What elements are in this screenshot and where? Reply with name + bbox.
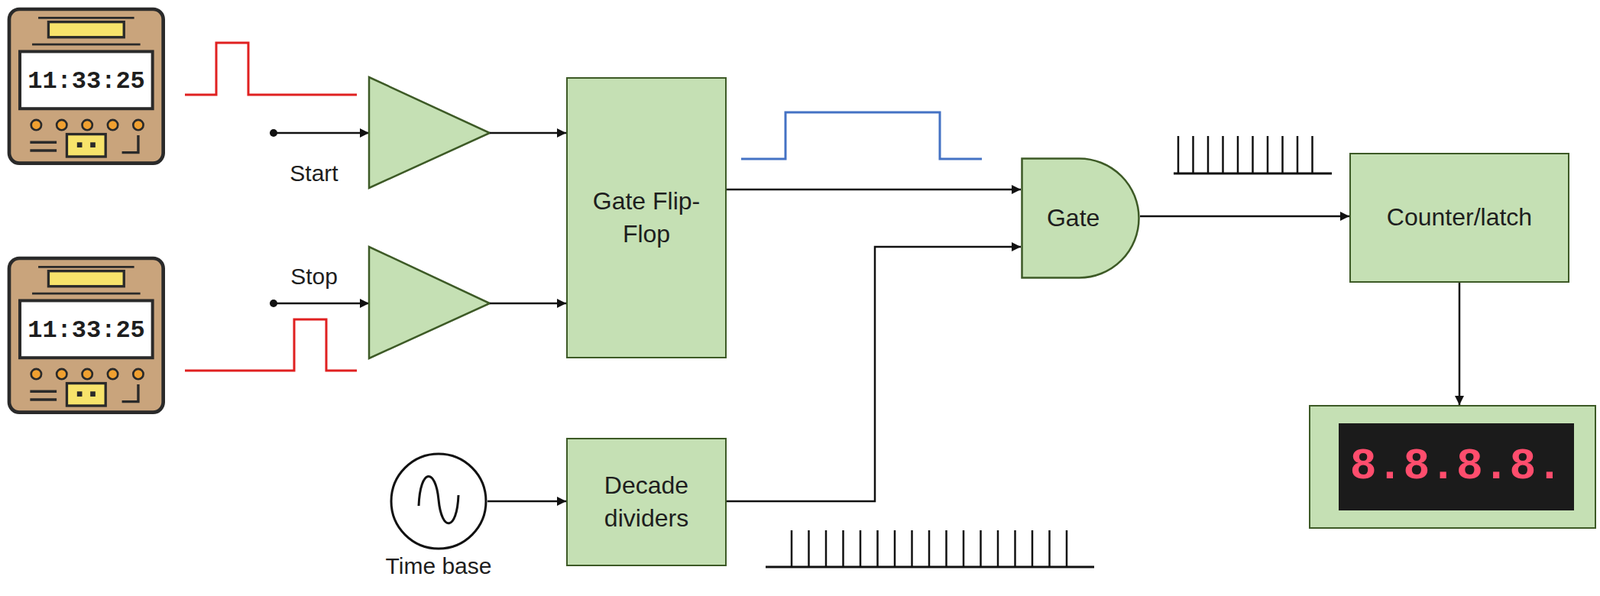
pulse-tick	[1013, 530, 1017, 567]
stop-timer-icon-part	[9, 258, 164, 413]
timer-readout: 11:33:25	[27, 316, 146, 345]
stop-timer-icon-part	[77, 391, 83, 397]
pulse-tick	[1207, 136, 1210, 174]
stop-timer-icon-part	[38, 265, 135, 269]
pulse-tick	[997, 530, 1000, 567]
start-timer-icon-part	[90, 142, 96, 148]
node-label: Time base	[385, 553, 493, 580]
stop-timer-icon-part	[19, 300, 153, 358]
gated-pulse-train	[1173, 136, 1332, 174]
clock-pulse-train	[765, 530, 1095, 567]
pulse-tick	[1221, 136, 1225, 174]
pulse-tick	[859, 530, 862, 567]
pulse-tick	[1065, 530, 1069, 567]
pulse-tick	[1251, 136, 1254, 174]
start-timer-icon-part	[107, 119, 118, 130]
start-timer-icon-part	[32, 43, 141, 46]
signal-connector	[487, 500, 567, 503]
stop-timer-icon-part	[132, 369, 143, 379]
start-timer-icon-part	[122, 135, 139, 153]
stop-timer-icon-part	[31, 369, 42, 379]
stop-amp-output	[489, 302, 567, 305]
pulse-tick	[928, 530, 931, 567]
signal-connector	[726, 188, 1021, 192]
start-timer-icon-part	[48, 22, 124, 38]
pulse-tick	[962, 530, 966, 567]
pulse-tick	[945, 530, 948, 567]
start-timer-icon-part	[132, 119, 143, 130]
start-timer-icon-part	[77, 142, 83, 148]
pulse-tick	[876, 530, 879, 567]
stop-timer-icon-part	[122, 384, 139, 402]
stop-timer-icon-part	[107, 369, 118, 379]
pulse-tick	[1281, 136, 1284, 174]
seven-segment-display: 8.8.8.8.	[1308, 404, 1597, 529]
start-timer-icon-part	[56, 119, 67, 130]
pulse-tick	[1296, 136, 1299, 174]
oscillator-circle	[391, 453, 486, 549]
counter-latch-box: Counter/latch	[1349, 152, 1570, 283]
stop-timer-icon-part	[90, 391, 96, 397]
stop-timer-icon-part	[29, 390, 57, 393]
pulse-tick	[790, 530, 794, 567]
node-label: Gate Flip-Flop	[582, 184, 710, 251]
time-base-oscillator: Time base	[389, 452, 488, 551]
stop-wire	[273, 302, 370, 305]
start-wire	[273, 132, 370, 135]
start-pulse	[184, 42, 357, 95]
pulse-tick	[825, 530, 828, 567]
pulse-tick	[807, 530, 810, 567]
stop-timer-icon-part	[81, 369, 92, 379]
pulse-tick	[1031, 530, 1034, 567]
stop-pulse	[184, 319, 357, 371]
node-label: Decade dividers	[582, 469, 710, 535]
start-timer-icon-part	[38, 16, 135, 20]
gate-waveform	[741, 112, 982, 159]
signal-name: Stop	[290, 263, 338, 290]
start-timer-icon-part	[29, 141, 57, 144]
start-amp-output	[489, 132, 567, 135]
display-digits: 8.8.8.8.	[1350, 444, 1563, 490]
gate-flip-flop-box: Gate Flip-Flop	[566, 77, 727, 359]
start-timer-icon-part	[31, 119, 42, 130]
start-timer-icon-part	[66, 134, 106, 157]
signal-connector	[1140, 215, 1350, 218]
stop-amplifier	[369, 246, 490, 359]
signal-connector	[1458, 282, 1461, 405]
pulse-tick	[1266, 136, 1270, 174]
node-label: Gate	[1020, 201, 1126, 235]
decade-divider-box: Decade dividers	[566, 437, 727, 567]
stop-timer-icon	[9, 258, 164, 413]
start-timer-icon	[9, 9, 164, 164]
stop-timer-icon-part	[66, 383, 106, 406]
timer-readout: 11:33:25	[27, 67, 146, 96]
node-label: Counter/latch	[1386, 200, 1532, 234]
signal-name: Start	[289, 160, 338, 187]
start-timer-icon-part	[81, 119, 92, 130]
pulse-tick	[1177, 136, 1180, 174]
start-timer-icon-part	[29, 148, 57, 152]
pulse-tick	[910, 530, 914, 567]
pulse-tick	[1191, 136, 1195, 174]
pulse-tick	[979, 530, 982, 567]
start-timer-icon-part	[19, 51, 153, 109]
signal-connector	[726, 246, 1021, 502]
pulse-tick	[1048, 530, 1051, 567]
display-window: 8.8.8.8.	[1338, 423, 1575, 511]
pulse-tick	[1237, 136, 1240, 174]
stop-timer-icon-part	[56, 369, 67, 379]
stop-timer-icon-part	[48, 271, 124, 287]
pulse-tick	[842, 530, 845, 567]
pulse-tick	[1311, 136, 1314, 174]
sine-symbol	[418, 476, 459, 523]
start-amplifier	[369, 77, 490, 188]
pulse-tick	[893, 530, 897, 567]
oscillator-symbol	[389, 452, 488, 551]
and-gate: Gate	[1020, 157, 1141, 279]
stop-timer-icon-part	[32, 292, 141, 295]
start-timer-icon-part	[9, 9, 164, 164]
stop-timer-icon-part	[29, 398, 57, 401]
